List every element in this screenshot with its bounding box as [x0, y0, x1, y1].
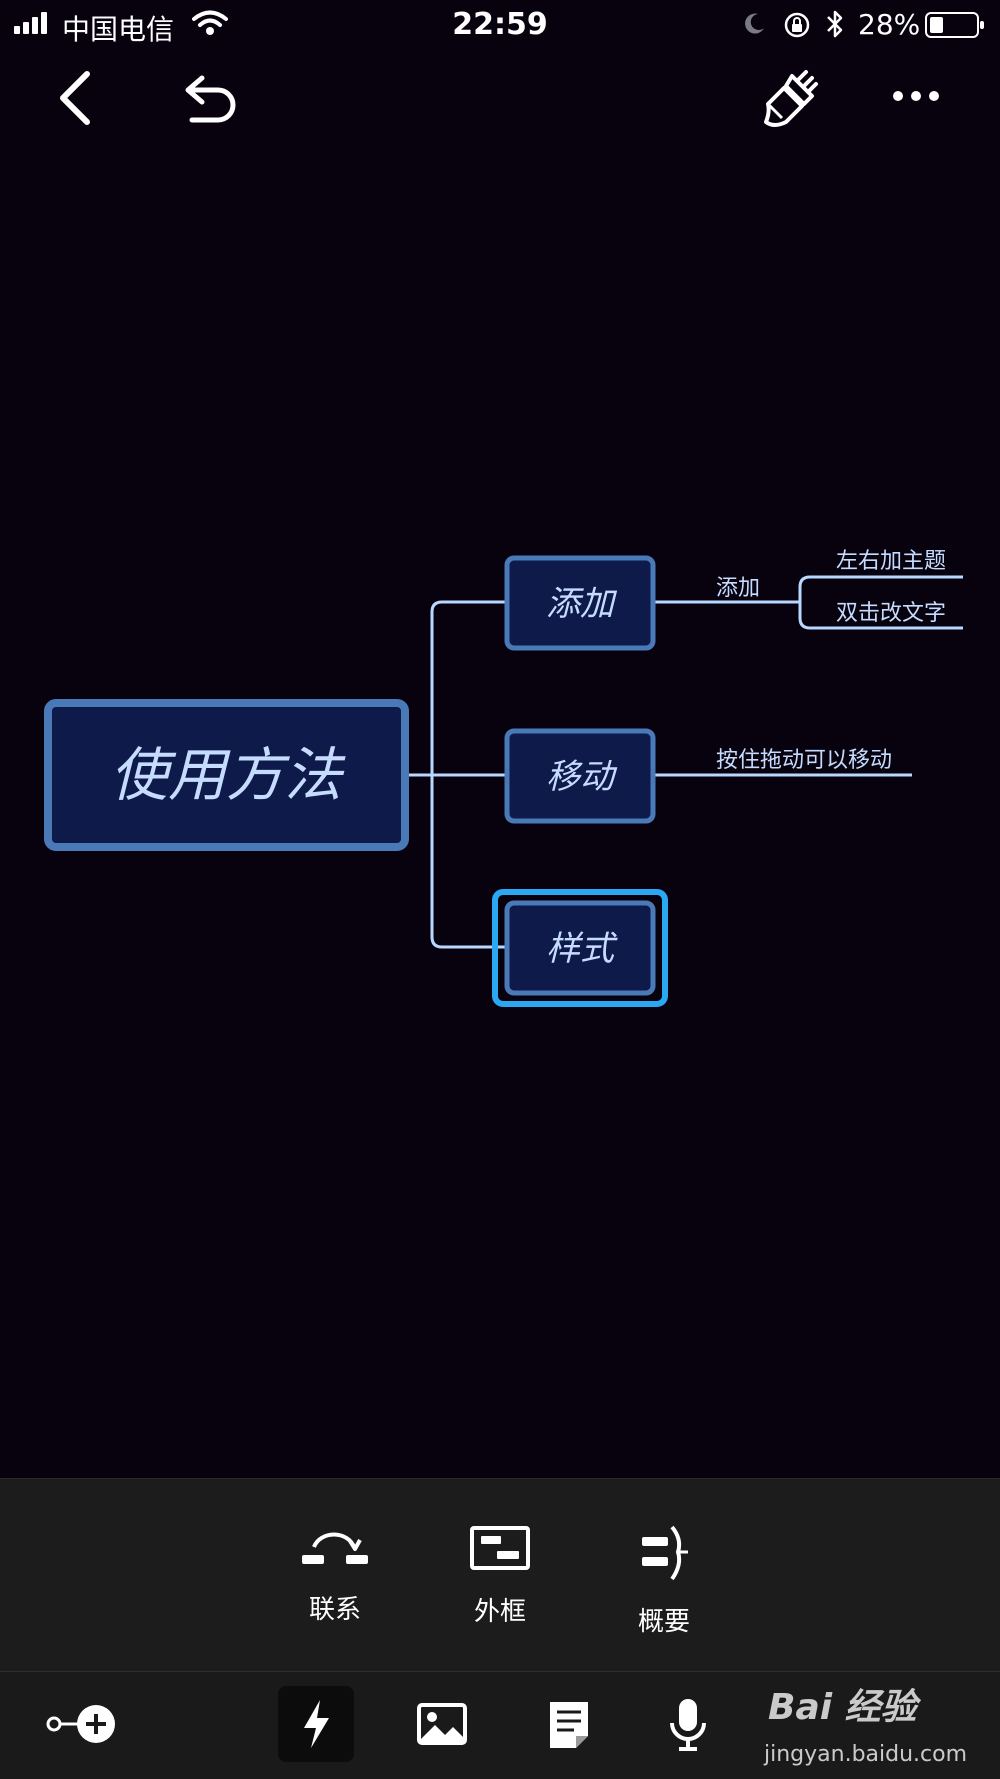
summary-button[interactable]: 概要 [614, 1525, 714, 1638]
summary-label: 概要 [637, 1607, 690, 1637]
wifi-icon [192, 10, 228, 35]
root-node-label: 使用方法 [110, 741, 346, 809]
image-icon[interactable] [417, 1703, 467, 1745]
mind-map-canvas[interactable]: 使用方法 添加 移动 样式 添加 左右加主题 双击改文字 按住拖动可以移动 [0, 0, 1000, 1470]
connector-lines [405, 575, 963, 949]
leaf-topic-label[interactable]: 双击改文字 [836, 601, 946, 626]
signal-icon [14, 12, 47, 34]
microphone-icon[interactable] [668, 1697, 708, 1753]
bottom-toolbar [0, 1671, 1000, 1779]
watermark-logo: Bai 经验 [768, 1687, 917, 1728]
baidu-watermark: Bai 经验 jingyan.baidu.com [764, 1672, 967, 1772]
undo-icon[interactable] [180, 74, 238, 124]
subtopic-label[interactable]: 添加 [716, 576, 760, 601]
topic-node-move[interactable]: 移动 [504, 728, 656, 824]
watermark-url: jingyan.baidu.com [764, 1742, 968, 1767]
summary-icon [642, 1525, 688, 1581]
topic-node-style[interactable]: 样式 [492, 889, 668, 1007]
moon-icon [745, 13, 764, 34]
battery-percentage: 28% [858, 8, 921, 41]
topic-node-add[interactable]: 添加 [504, 555, 656, 651]
battery-icon [925, 12, 984, 38]
back-icon[interactable] [55, 70, 95, 126]
carrier-label: 中国电信 [62, 13, 175, 46]
connector-subtopic-to-leaf2 [798, 602, 963, 630]
topic-node-label: 添加 [546, 584, 618, 624]
boundary-icon [470, 1526, 530, 1570]
add-subtopic-icon[interactable] [46, 1702, 120, 1746]
subtopic-label[interactable]: 按住拖动可以移动 [716, 748, 892, 773]
clock: 22:59 [452, 7, 548, 42]
boundary-button[interactable]: 外框 [450, 1525, 550, 1628]
root-node[interactable]: 使用方法 [44, 699, 409, 851]
topic-node-label: 移动 [546, 757, 618, 797]
connector-to-topic-style [430, 775, 505, 949]
boundary-label: 外框 [473, 1597, 526, 1627]
connector-subtopic-to-leaf1 [798, 575, 963, 602]
leaf-topic-label[interactable]: 左右加主题 [836, 549, 946, 574]
orientation-lock-icon [784, 12, 810, 38]
note-icon[interactable] [548, 1700, 590, 1750]
more-icon[interactable] [892, 90, 940, 102]
lightning-icon [304, 1700, 329, 1748]
bluetooth-icon [827, 10, 843, 38]
connector-to-topic-add [430, 600, 505, 775]
status-bar: 中国电信 22:59 28% [0, 0, 1000, 50]
relationship-icon [302, 1532, 368, 1564]
relationship-label: 联系 [308, 1595, 361, 1625]
selection-outline [492, 889, 668, 1007]
tool-panel [0, 1478, 1000, 1671]
relationship-button[interactable]: 联系 [285, 1525, 385, 1626]
paint-brush-icon[interactable] [760, 70, 820, 128]
topic-node-label: 样式 [546, 929, 618, 969]
lightning-button[interactable] [278, 1686, 354, 1762]
